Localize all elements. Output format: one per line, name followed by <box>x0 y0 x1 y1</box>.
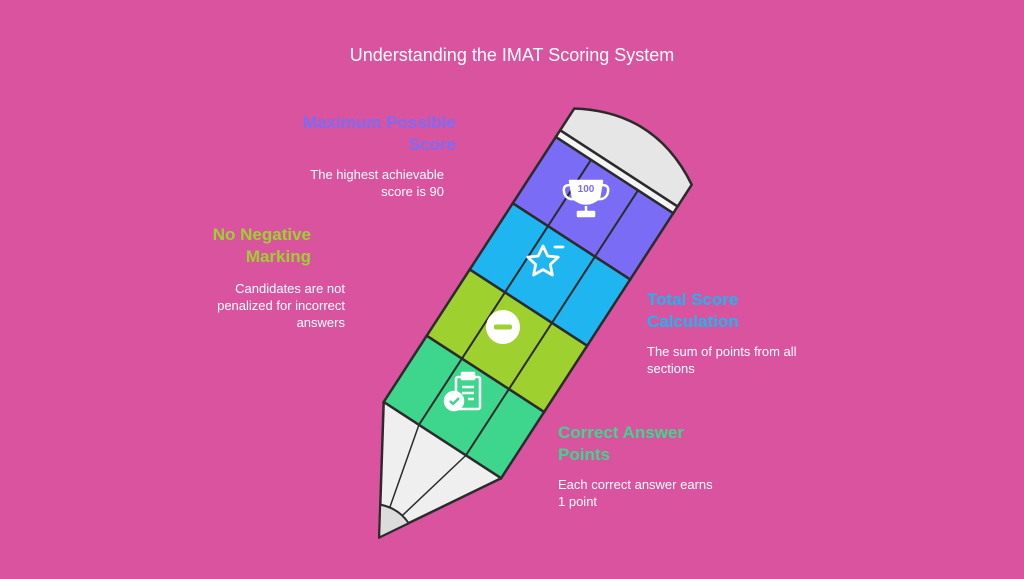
clipboard-check-icon <box>443 371 482 412</box>
maximum-score-heading: Maximum Possible Score <box>302 113 456 154</box>
star-icon <box>526 244 565 277</box>
no-negative-heading: No Negative Marking <box>212 225 311 266</box>
pencil-eraser <box>558 107 693 208</box>
correct-answer-heading: Correct Answer Points <box>558 423 684 464</box>
correct-answer-description: Each correct answer earns 1 point <box>558 477 713 509</box>
trophy-badge: 100 <box>578 184 595 195</box>
total-score-heading: Total Score Calculation <box>647 290 739 331</box>
minus-circle-icon <box>486 310 520 344</box>
page-title: Understanding the IMAT Scoring System <box>349 45 675 65</box>
pencil-tip <box>377 400 503 539</box>
total-score-description: The sum of points from all sections <box>647 344 797 376</box>
maximum-score-description: The highest achievable score is 90 <box>310 167 444 199</box>
trophy-icon: 100 <box>562 179 610 218</box>
no-negative-description: Candidates are not penalized for incorre… <box>217 281 345 330</box>
